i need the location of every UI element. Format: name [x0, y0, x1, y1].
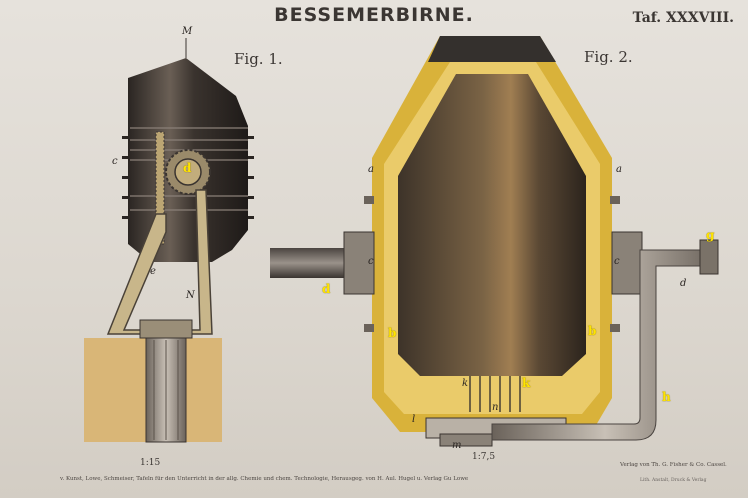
- plate-number: Taf. XXXVIII.: [632, 10, 734, 26]
- label-c-fig2-left: c: [368, 256, 374, 267]
- shell-bolts: [122, 136, 254, 219]
- label-m: m: [452, 440, 462, 451]
- section-bolts: [364, 196, 620, 332]
- fig1-label: Fig. 1.: [234, 50, 283, 68]
- label-k-yellow: k: [522, 376, 531, 390]
- label-a-left: a: [368, 164, 374, 175]
- label-k-dark: k: [462, 378, 469, 389]
- converter-cavity: [398, 74, 586, 376]
- cylinder-cap: [139, 319, 193, 339]
- plate-title: BESSEMERBIRNE.: [274, 4, 474, 26]
- fig2-scale: 1:7,5: [472, 452, 496, 462]
- label-d-fig2: d: [322, 282, 331, 296]
- plate-caption: v. Kunst, Lowe, Schmeiser, Tafeln für de…: [60, 476, 469, 482]
- publisher-line: Verlag von Th. G. Fisher & Co. Cassel.: [620, 462, 727, 468]
- publisher-small-line: Lith. Anstalt, Druck & Verlag: [640, 478, 707, 483]
- label-b-right: b: [588, 324, 597, 338]
- label-l: l: [412, 414, 416, 425]
- label-c-fig1: c: [112, 156, 118, 167]
- label-g: g: [706, 228, 715, 242]
- label-h: h: [662, 390, 671, 404]
- blast-pipe: [491, 249, 719, 441]
- axis-bottom-label: N: [186, 290, 195, 301]
- axis-top-label: M: [182, 26, 193, 37]
- label-n: n: [492, 402, 499, 413]
- label-c-fig2-right: c: [614, 256, 620, 267]
- trunnion-left: [270, 248, 350, 278]
- fig1-scale: 1:15: [140, 458, 161, 468]
- label-e: e: [150, 266, 156, 277]
- label-b-left: b: [388, 326, 397, 340]
- label-d-fig2-right: d: [680, 278, 687, 289]
- fig2-label: Fig. 2.: [584, 48, 633, 66]
- label-a-right: a: [616, 164, 622, 175]
- tuyere-pipes: [469, 376, 521, 412]
- label-d-fig1: d: [183, 161, 192, 175]
